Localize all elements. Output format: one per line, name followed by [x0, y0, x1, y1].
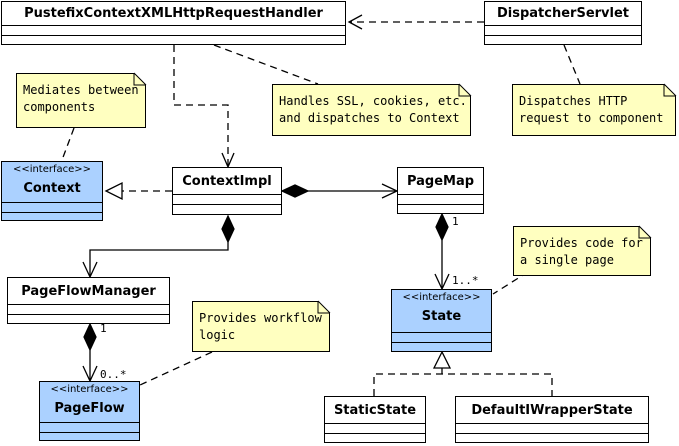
class-name: Context — [23, 181, 81, 196]
staticstate-to-state-edge — [373, 373, 553, 396]
note-line: and dispatches to Context — [279, 111, 460, 125]
note-line: logic — [199, 328, 236, 342]
class-dispatcher-servlet[interactable]: DispatcherServlet — [484, 1, 642, 45]
note-provides-workflow-anchor — [139, 351, 213, 386]
note-line: Handles SSL, cookies, etc. — [279, 94, 467, 108]
note-mediates: Mediates between components — [16, 73, 146, 128]
note-handles-anchor — [213, 44, 319, 85]
class-name: PageMap — [406, 174, 475, 189]
note-line: Provides workflow — [199, 311, 322, 325]
class-name: PustefixContextXMLHttpRequestHandler — [24, 6, 323, 21]
class-default-iwrapper-state[interactable]: DefaultIWrapperState — [455, 396, 649, 443]
contextimpl-manager-diamond — [221, 214, 235, 244]
pagemap-state-diamond — [435, 212, 449, 242]
contextimpl-to-manager-edge — [89, 242, 229, 276]
class-name: PageFlow — [54, 401, 125, 416]
note-dispatches-anchor — [563, 44, 581, 85]
class-name: PageFlowManager — [21, 284, 156, 299]
note-line: a single page — [520, 253, 614, 267]
note-line: Dispatches HTTP — [519, 94, 628, 108]
contextimpl-pagemap-diamond — [280, 184, 310, 198]
note-provides-code: Provides code for a single page — [513, 226, 651, 276]
class-name: StaticState — [333, 403, 417, 418]
handler-to-contextimpl-edge — [173, 45, 229, 166]
stereotype-label: <<interface>> — [12, 164, 92, 175]
class-page-flow-manager[interactable]: PageFlowManager — [7, 277, 170, 324]
note-line: Provides code for — [520, 236, 643, 250]
note-provides-workflow: Provides workflow logic — [192, 301, 330, 352]
contextimpl-realization-triangle — [104, 181, 123, 201]
multiplicity-pagemap-end: 1 — [452, 215, 459, 228]
note-dispatches: Dispatches HTTP request to component — [512, 84, 676, 136]
multiplicity-state-end: 1..* — [452, 274, 479, 287]
manager-pageflow-diamond — [83, 322, 97, 352]
interface-context[interactable]: <<interface>> Context — [1, 161, 103, 221]
stereotype-label: <<interface>> — [402, 292, 481, 303]
class-name: ContextImpl — [182, 174, 272, 189]
class-static-state[interactable]: StaticState — [324, 396, 426, 443]
class-name: State — [421, 309, 462, 324]
class-context-impl[interactable]: ContextImpl — [172, 167, 282, 215]
interface-state[interactable]: <<interface>> State — [391, 289, 492, 352]
class-page-map[interactable]: PageMap — [397, 167, 484, 214]
class-pustefix-handler[interactable]: PustefixContextXMLHttpRequestHandler — [1, 1, 346, 45]
multiplicity-manager-end: 1 — [100, 322, 107, 335]
note-line: request to component — [519, 111, 664, 125]
class-name: DispatcherServlet — [496, 6, 630, 21]
stereotype-label: <<interface>> — [50, 384, 129, 395]
note-line: components — [23, 100, 96, 114]
multiplicity-pageflow-end: 0..* — [100, 368, 127, 381]
state-realization-triangle — [432, 350, 452, 369]
note-line: Mediates between — [23, 83, 139, 97]
note-handles: Handles SSL, cookies, etc. and dispatche… — [272, 84, 471, 136]
class-name: DefaultIWrapperState — [471, 403, 633, 418]
interface-page-flow[interactable]: <<interface>> PageFlow — [39, 381, 140, 441]
note-mediates-anchor — [61, 127, 75, 161]
dispatcher-to-handler-arrowhead — [347, 14, 363, 30]
